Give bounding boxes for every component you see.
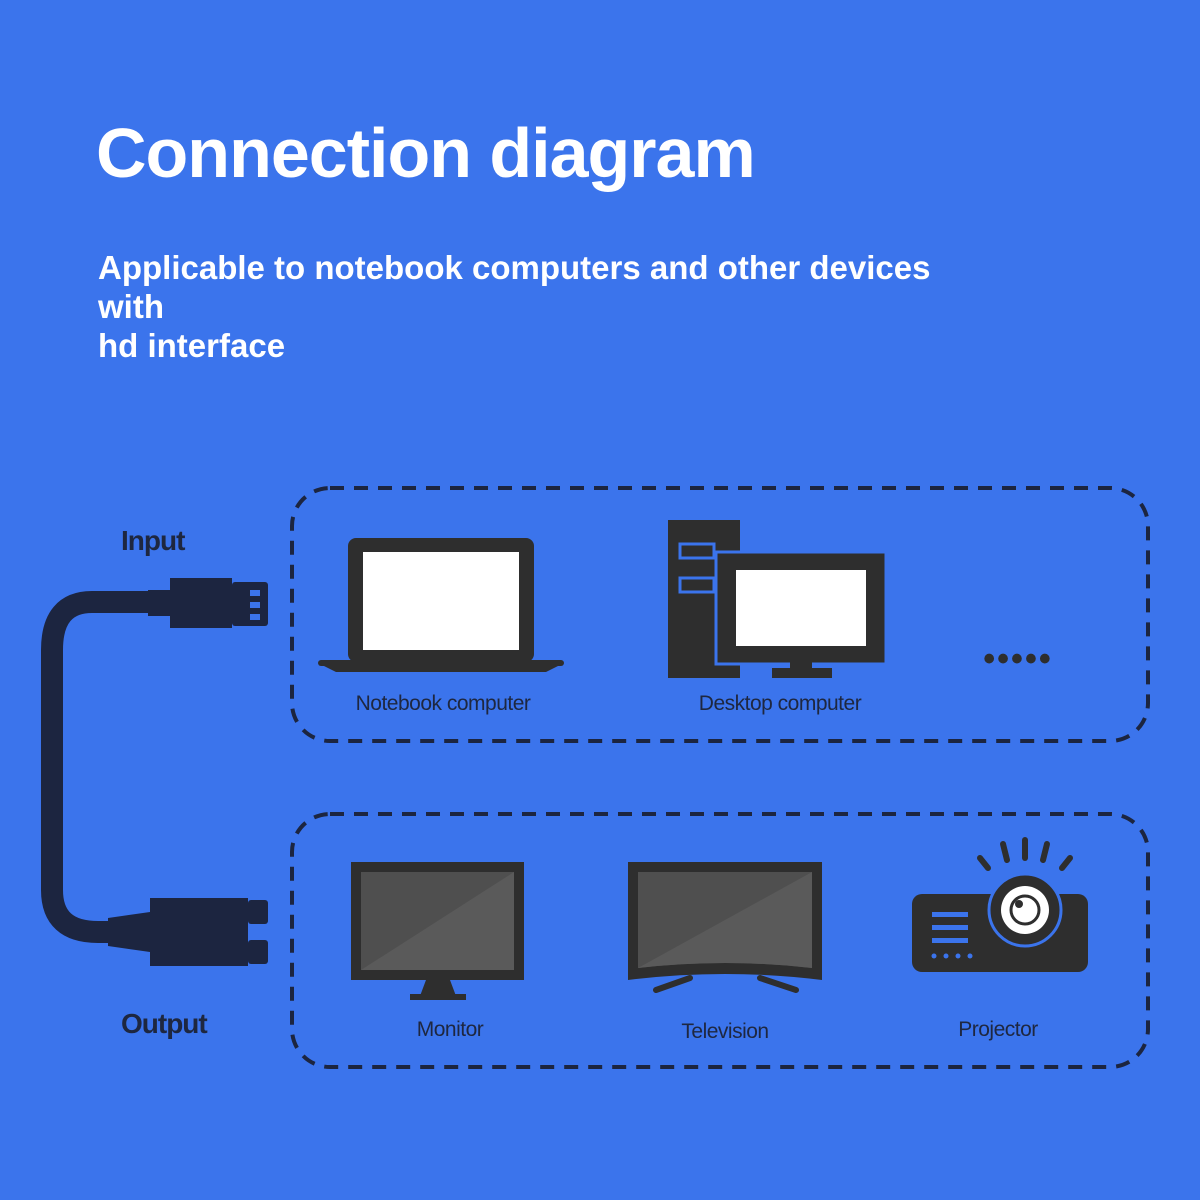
television-icon (628, 862, 822, 993)
hdmi-input-connector-icon (148, 578, 268, 628)
more-devices-indicator: ••••• (983, 640, 1053, 678)
projector-icon (912, 837, 1088, 972)
cable-wire (41, 591, 150, 943)
monitor-label: Monitor (416, 1018, 484, 1041)
television-label: Television (681, 1020, 769, 1043)
page-title: Connection diagram (96, 114, 756, 192)
page-subtitle: Applicable to notebook computers and oth… (98, 248, 998, 365)
projector-label: Projector (958, 1018, 1038, 1041)
output-devices-group-box (290, 812, 1150, 1069)
laptop-icon (318, 538, 564, 672)
output-label: Output (121, 1008, 208, 1039)
dual-output-connector-icon (108, 898, 268, 966)
subtitle-line-1: Applicable to notebook computers and oth… (98, 249, 931, 325)
input-label: Input (121, 525, 185, 556)
monitor-icon (351, 862, 524, 1000)
desktop-computer-icon (668, 520, 888, 678)
notebook-computer-label: Notebook computer (355, 692, 531, 715)
input-devices-group-box (290, 486, 1150, 743)
subtitle-line-2: hd interface (98, 327, 286, 364)
desktop-computer-label: Desktop computer (698, 692, 862, 715)
